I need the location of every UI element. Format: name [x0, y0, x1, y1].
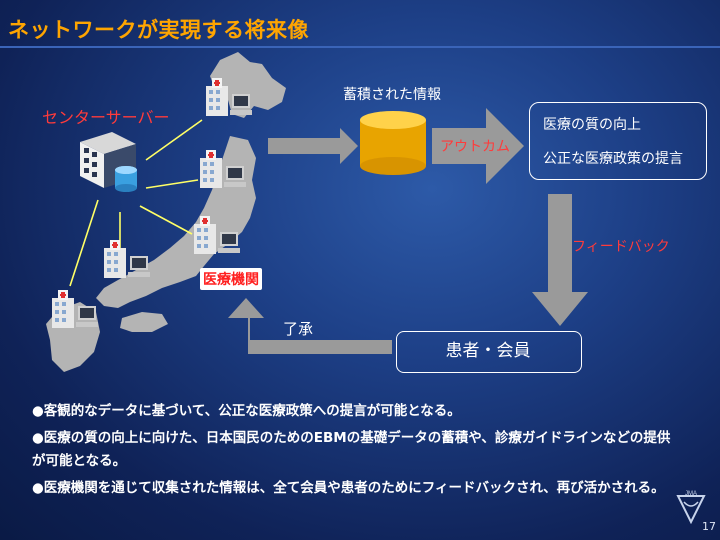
- outcome-item-quality: 医療の質の向上: [543, 117, 641, 133]
- center-server-label: センターサーバー: [42, 108, 170, 127]
- japan-network-map: [46, 52, 286, 372]
- hospital-icon-kyushu: [52, 290, 98, 328]
- arrow-feedback: [532, 194, 588, 326]
- bullet-item: ●客観的なデータに基づいて、公正な医療政策への提言が可能となる。: [32, 403, 461, 419]
- patients-box: [396, 331, 582, 373]
- arrow-outcome: [432, 108, 524, 184]
- link-kanto: [139, 205, 193, 235]
- link-hokkaido: [145, 119, 203, 161]
- feedback-label: フィードバック: [572, 239, 670, 255]
- hospital-icon-hokkaido: [206, 78, 252, 116]
- arrow-to-database: [268, 128, 358, 164]
- patients-members-label: 患者・会員: [445, 341, 531, 361]
- arrow-acceptance: [228, 298, 392, 354]
- title-divider: [0, 46, 720, 48]
- server-icon: [80, 132, 137, 192]
- link-tohoku: [145, 179, 199, 189]
- page-title: ネットワークが実現する将来像: [8, 18, 309, 42]
- accumulated-info-label: 蓄積された情報: [343, 87, 441, 103]
- bullet-item: ●医療機関を通じて収集された情報は、全て会員や患者のためにフィードバックされ、再…: [32, 480, 665, 496]
- hospital-icon-kansai: [104, 240, 150, 278]
- network-links: [69, 119, 203, 287]
- jma-logo-icon: JMA: [676, 491, 706, 524]
- page-number: 17: [702, 520, 716, 533]
- outcome-box: [529, 102, 707, 180]
- database-icon: [360, 111, 426, 175]
- bullet-item: ●医療の質の向上に向けた、日本国民のためのEBMの基礎データの蓄積や、診療ガイド…: [32, 430, 671, 469]
- hospital-icon-kanto: [194, 216, 240, 254]
- medical-institution-label: 医療機関: [200, 268, 262, 290]
- hokkaido-landmass: [210, 52, 286, 118]
- shikoku-landmass: [120, 312, 168, 332]
- outcome-item-policy: 公正な医療政策の提言: [543, 151, 683, 167]
- link-kyushu: [69, 199, 99, 287]
- outcome-label: アウトカム: [440, 139, 510, 155]
- jma-logo-text: JMA: [685, 491, 697, 497]
- acceptance-label: 了承: [283, 320, 314, 338]
- bullet-list: ●客観的なデータに基づいて、公正な医療政策への提言が可能となる。 ●医療の質の向…: [32, 400, 682, 504]
- hospital-icon-tohoku: [200, 150, 246, 188]
